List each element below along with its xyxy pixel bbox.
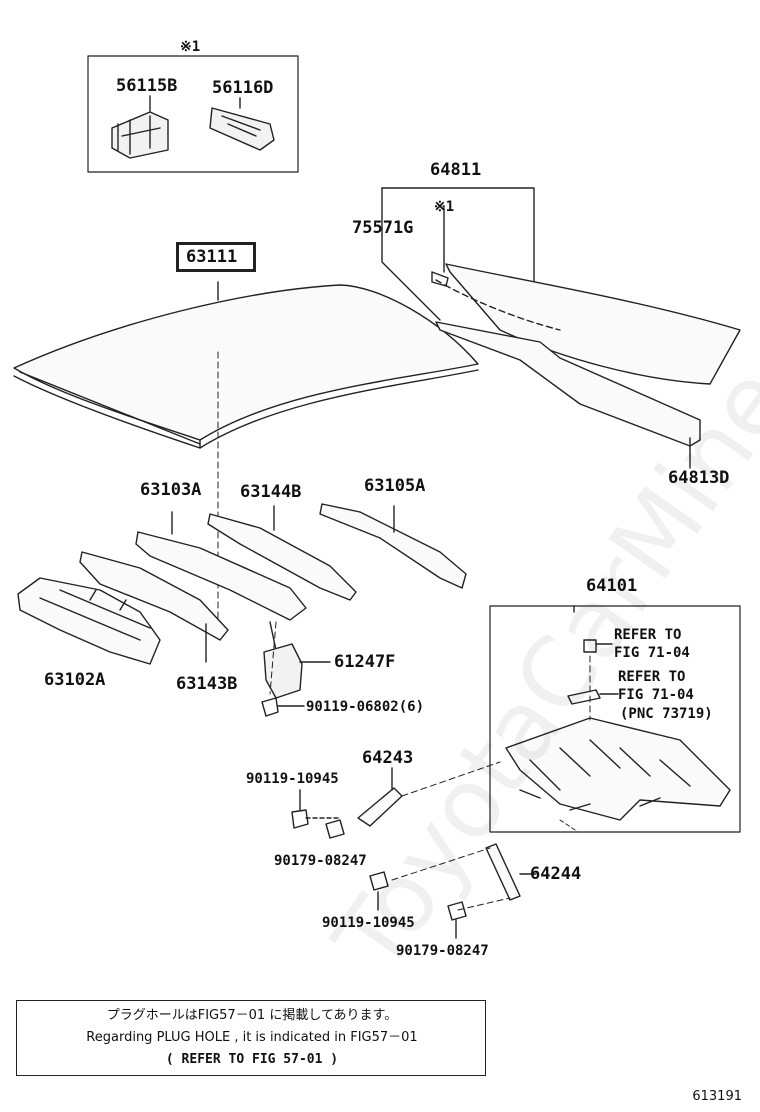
part-63144B[interactable]: 63144B bbox=[240, 482, 302, 502]
part-90179-08247-b[interactable]: 90179-08247 bbox=[396, 943, 489, 959]
part-90119-10945-a[interactable]: 90119-10945 bbox=[246, 771, 339, 787]
inset-marker-glass: ※1 bbox=[434, 199, 455, 215]
part-64244[interactable]: 64244 bbox=[530, 864, 582, 884]
part-56115B[interactable]: 56115B bbox=[116, 76, 178, 96]
ref-1-line2[interactable]: FIG 71-04 bbox=[614, 645, 690, 661]
ref-1-line1[interactable]: REFER TO bbox=[614, 627, 682, 643]
ref-2-line1[interactable]: REFER TO bbox=[618, 669, 686, 685]
part-90119-10945-b[interactable]: 90119-10945 bbox=[322, 915, 415, 931]
note-reference[interactable]: ( REFER TO FIG 57-01 ) bbox=[165, 1052, 339, 1067]
note-japanese: プラグホールはFIG57－01 に掲載してあります。 bbox=[106, 1008, 398, 1023]
part-63103A[interactable]: 63103A bbox=[140, 480, 202, 500]
clip-inset-box bbox=[87, 55, 299, 173]
ref-2-line3[interactable]: (PNC 73719) bbox=[620, 706, 713, 722]
roof-bows-drawing bbox=[17, 503, 467, 665]
part-64243[interactable]: 64243 bbox=[362, 748, 414, 768]
part-64811[interactable]: 64811 bbox=[430, 160, 482, 180]
clip-56115B-drawing bbox=[111, 95, 169, 159]
part-63143B[interactable]: 63143B bbox=[176, 674, 238, 694]
part-90179-08247-a[interactable]: 90179-08247 bbox=[274, 853, 367, 869]
stay-64244-drawing bbox=[369, 819, 579, 939]
part-75571G[interactable]: 75571G bbox=[352, 218, 414, 238]
inset-marker-top: ※1 bbox=[180, 39, 201, 55]
plug-hole-note: プラグホールはFIG57－01 に掲載してあります。 Regarding PLU… bbox=[16, 1000, 486, 1076]
highlight-callout bbox=[176, 242, 256, 272]
part-64101[interactable]: 64101 bbox=[586, 576, 638, 596]
note-english: Regarding PLUG HOLE , it is indicated in… bbox=[86, 1030, 418, 1045]
tray-inset-box bbox=[489, 605, 741, 833]
bracket-61247F-drawing bbox=[261, 621, 331, 717]
package-tray-drawing bbox=[505, 605, 731, 821]
part-63111[interactable]: 63111 bbox=[186, 247, 238, 267]
roof-glass-drawing bbox=[381, 187, 741, 469]
part-61247F[interactable]: 61247F bbox=[334, 652, 396, 672]
roof-panel-drawing bbox=[13, 281, 479, 621]
part-56116D[interactable]: 56116D bbox=[212, 78, 274, 98]
stay-64243-drawing bbox=[291, 761, 501, 839]
part-64813D[interactable]: 64813D bbox=[668, 468, 730, 488]
part-90119-06802[interactable]: 90119-06802(6) bbox=[306, 699, 425, 715]
figure-number: 613191 bbox=[692, 1089, 742, 1104]
clip-56116D-drawing bbox=[209, 97, 275, 151]
part-63105A[interactable]: 63105A bbox=[364, 476, 426, 496]
part-63102A[interactable]: 63102A bbox=[44, 670, 106, 690]
ref-2-line2[interactable]: FIG 71-04 bbox=[618, 687, 694, 703]
